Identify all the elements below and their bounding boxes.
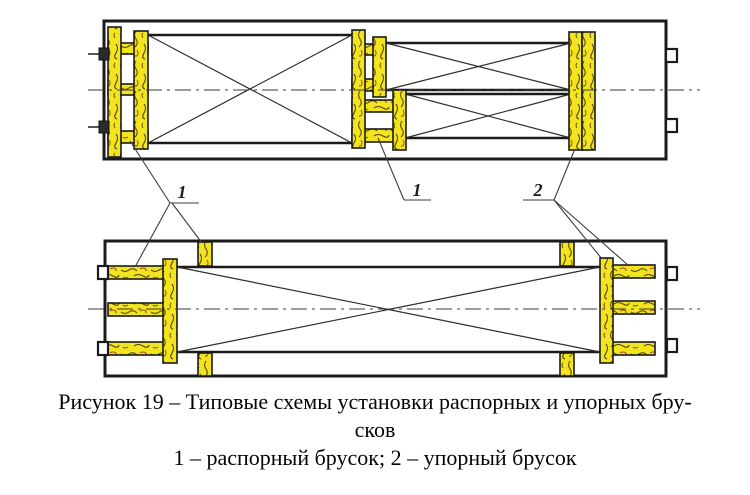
- brace-diagonal: [404, 93, 572, 139]
- spacer-bar: [372, 36, 387, 98]
- brace-diagonal: [385, 42, 572, 91]
- left-spacer-assembly: [107, 26, 149, 158]
- callout-label-spacer-middle: 1: [413, 180, 422, 200]
- leader-line: [134, 202, 171, 268]
- figure-caption: Рисунок 19 – Типовые схемы установки рас…: [0, 388, 750, 472]
- right-wall-clips: [665, 265, 679, 354]
- stop-block: [197, 241, 213, 267]
- callouts: 1 1 2: [129, 137, 630, 268]
- callout-label-stop: 2: [533, 180, 543, 200]
- lower-scheme: [88, 239, 700, 378]
- leader-line: [553, 150, 575, 201]
- spacer-bar: [162, 258, 178, 364]
- figure-drawing: 1 1 2: [88, 19, 700, 378]
- lower-right-cross-bracing: [404, 92, 572, 140]
- leader-line: [553, 199, 603, 260]
- wall-stop-blocks: [197, 241, 575, 377]
- stop-bar: [568, 31, 583, 151]
- brace-diagonal: [147, 34, 353, 144]
- right-stop-bars: [568, 31, 596, 151]
- stop-block: [559, 241, 575, 267]
- wall-clip: [96, 340, 110, 357]
- left-cross-bracing: [147, 33, 353, 145]
- upper-scheme: [88, 19, 700, 161]
- wall-clip: [665, 265, 679, 282]
- wall-clip: [665, 337, 679, 354]
- spacer-bar: [351, 29, 366, 149]
- left-wall-clips: [96, 264, 110, 357]
- stop-bar: [581, 31, 596, 151]
- leader-line: [171, 202, 203, 244]
- wall-bolt: [98, 120, 110, 134]
- stop-bar: [599, 257, 614, 364]
- leader-line: [129, 140, 171, 204]
- spacer-bar: [392, 89, 407, 151]
- right-wall-clips: [664, 47, 679, 134]
- leader-line: [377, 137, 405, 201]
- wall-clip: [96, 264, 110, 281]
- figure-caption-line2: сков: [354, 417, 396, 442]
- leader-line: [553, 199, 630, 267]
- wall-bolt: [98, 47, 110, 61]
- left-spacer-assembly: [107, 258, 178, 364]
- figure-legend: 1 – распорный брусок; 2 – упорный брусок: [173, 445, 577, 470]
- stop-block: [197, 352, 213, 377]
- wall-clip: [664, 47, 679, 64]
- stop-block: [559, 352, 575, 377]
- left-wall-bolts: [88, 47, 110, 134]
- figure-caption-line1: Рисунок 19 – Типовые схемы установки рас…: [58, 389, 692, 414]
- spacer-bar: [107, 26, 122, 158]
- right-stop-assembly: [599, 257, 656, 364]
- long-cross-bracing: [176, 265, 601, 354]
- wall-clip: [664, 117, 679, 134]
- callout-label-spacer-left: 1: [178, 182, 187, 202]
